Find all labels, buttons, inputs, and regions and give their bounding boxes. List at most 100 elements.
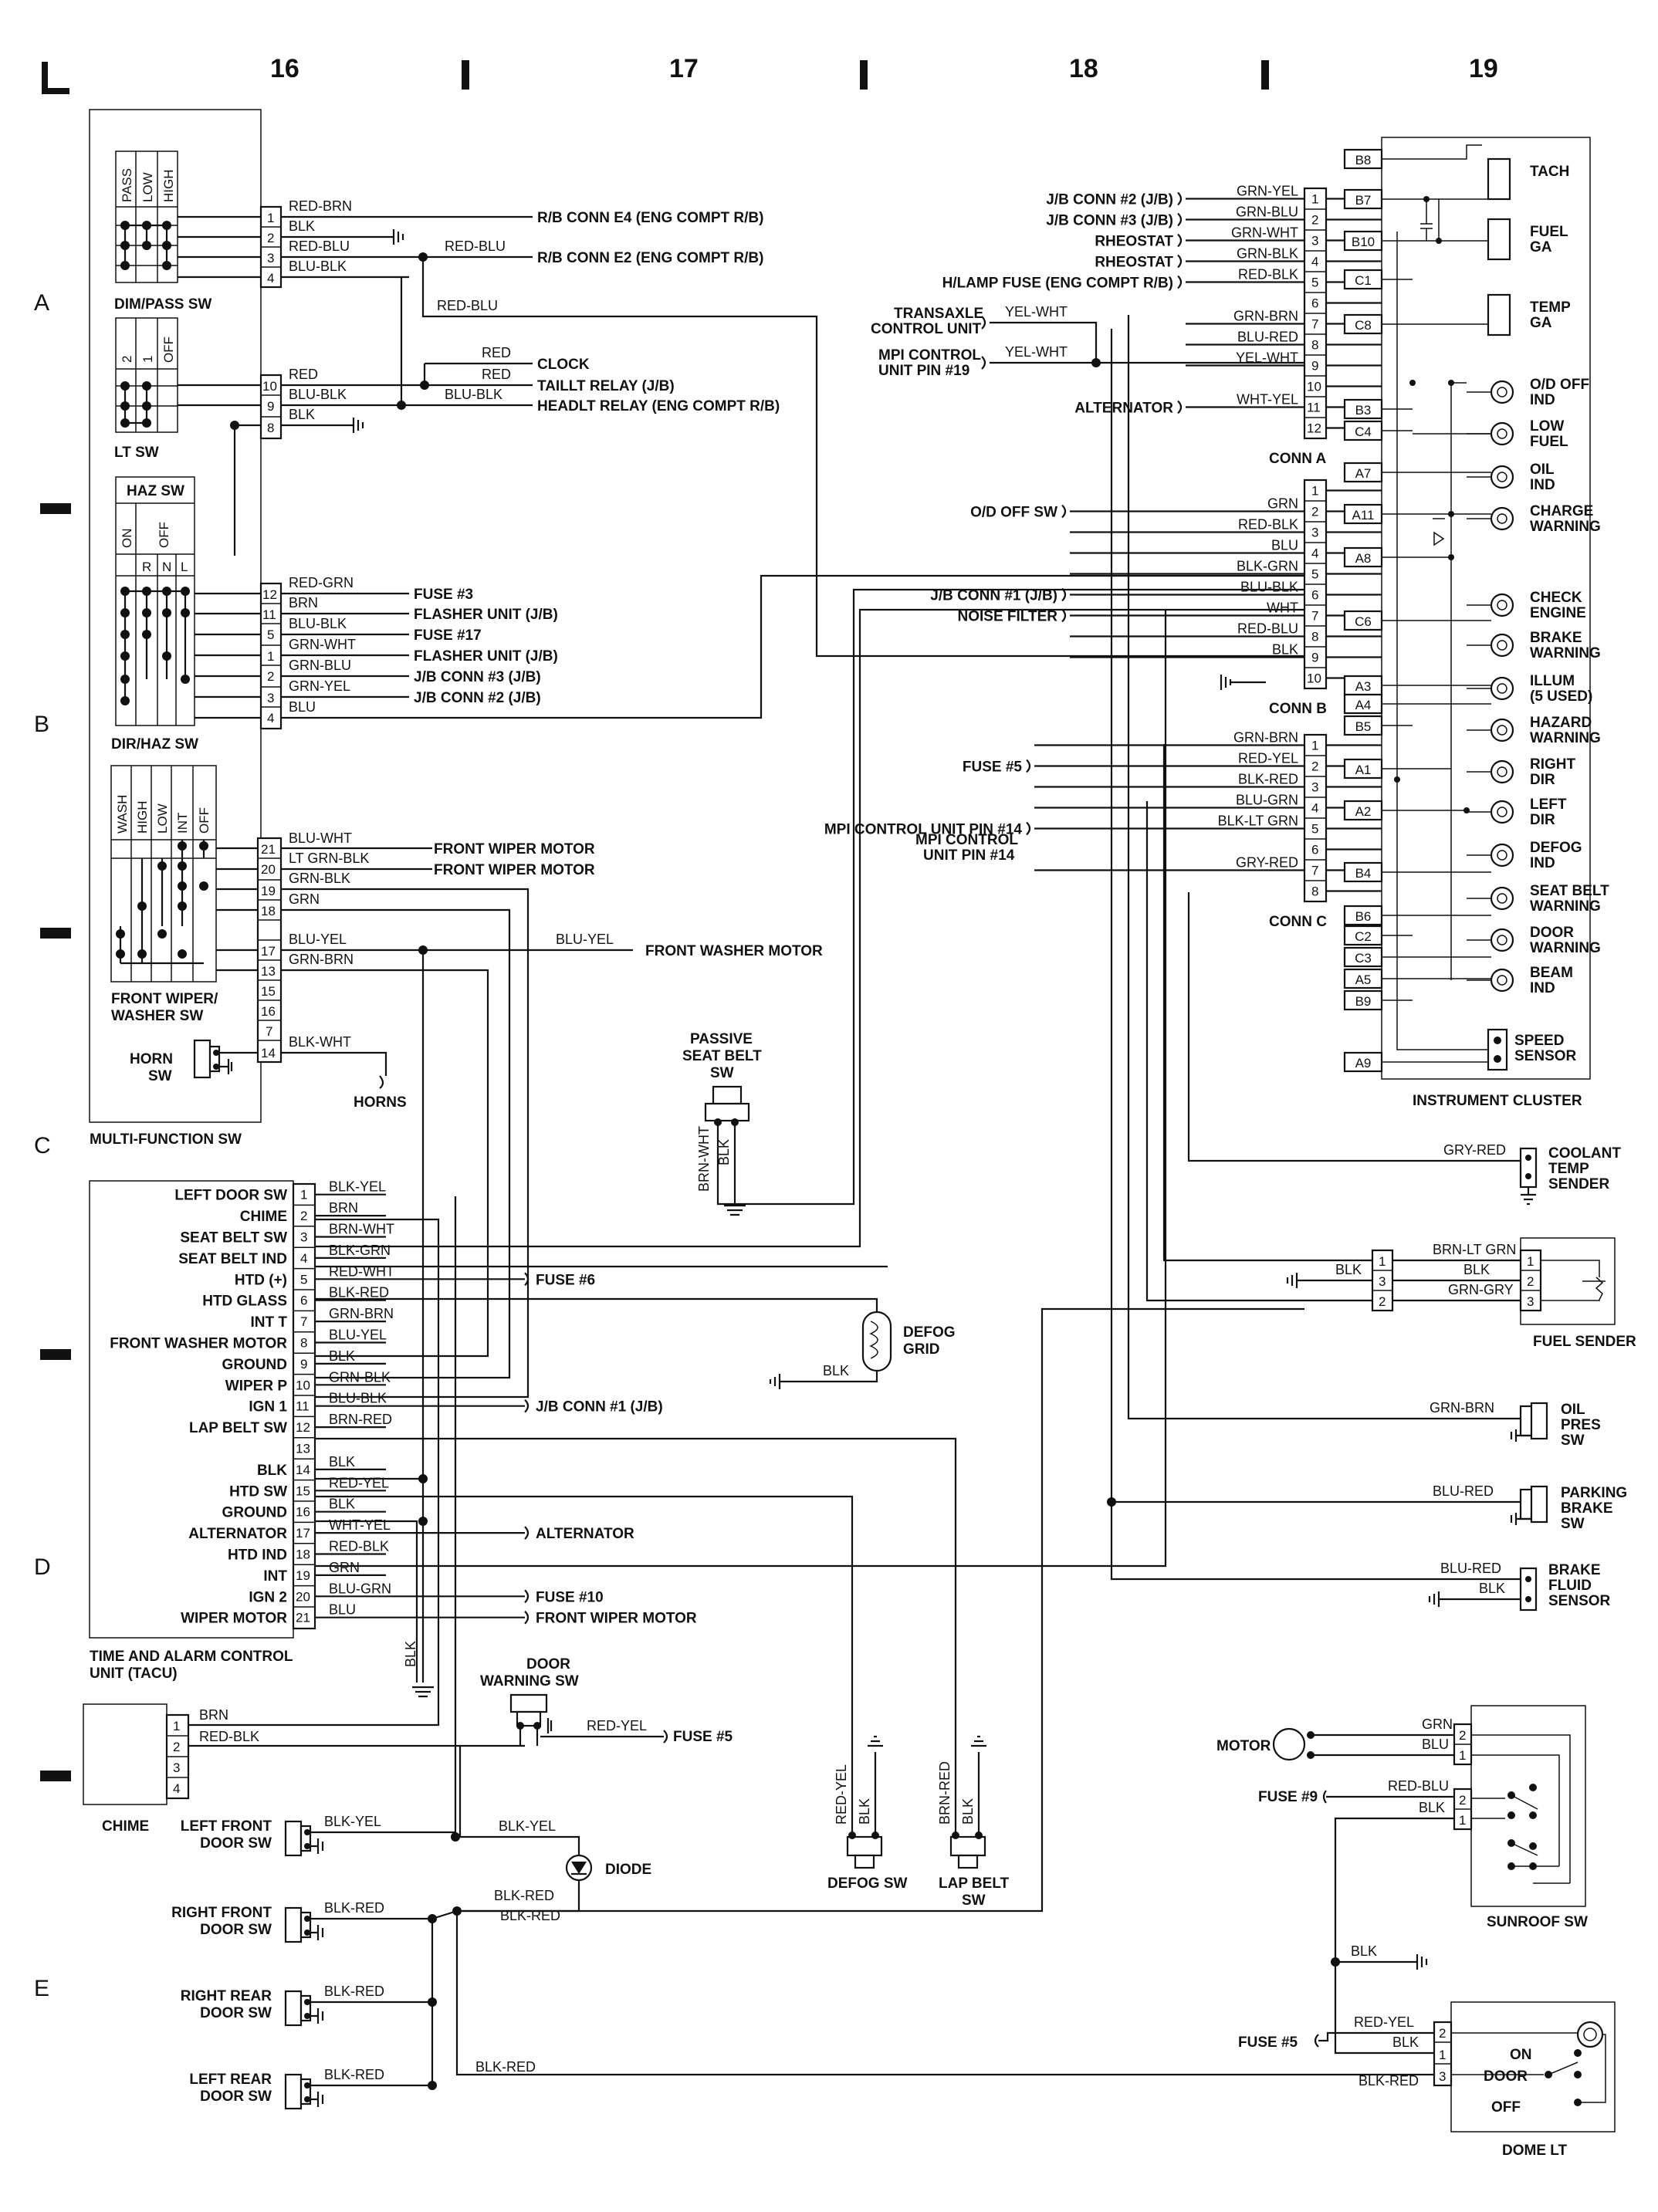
cluster-title: INSTRUMENT CLUSTER bbox=[1413, 1093, 1582, 1109]
svg-text:BRAKE: BRAKE bbox=[1548, 1562, 1601, 1578]
svg-text:TEMP: TEMP bbox=[1548, 1161, 1589, 1177]
position-label: HIGH bbox=[161, 170, 176, 203]
svg-text:17: 17 bbox=[261, 944, 276, 959]
column-label: 17 bbox=[669, 54, 699, 83]
wire-label: RED-YEL bbox=[329, 1475, 389, 1490]
cluster-pin: B9 bbox=[1355, 994, 1372, 1009]
svg-text:WASH: WASH bbox=[115, 795, 130, 834]
svg-text:COOLANT: COOLANT bbox=[1548, 1145, 1621, 1162]
dest-label: ALTERNATOR bbox=[536, 1526, 634, 1542]
svg-text:TRANSAXLE: TRANSAXLE bbox=[894, 306, 983, 322]
svg-text:INT: INT bbox=[175, 813, 190, 834]
cluster-pin: C6 bbox=[1355, 614, 1372, 629]
pin-number: 16 bbox=[296, 1505, 310, 1520]
wire-label: BLK bbox=[403, 1641, 418, 1667]
svg-text:16: 16 bbox=[261, 1004, 276, 1019]
wire-label: RED-BLK bbox=[1238, 267, 1298, 282]
source-label: ALTERNATOR bbox=[1074, 401, 1173, 417]
harness-wires bbox=[417, 847, 432, 871]
svg-text:3: 3 bbox=[1439, 2069, 1446, 2084]
cluster-pin: A2 bbox=[1355, 804, 1372, 819]
wire-label: BLU-YEL bbox=[289, 932, 347, 947]
pin-number: 11 bbox=[296, 1399, 310, 1414]
wire-label: RED-YEL bbox=[834, 1764, 849, 1825]
position-label: LOW bbox=[140, 172, 155, 202]
cluster-pin: B10 bbox=[1352, 235, 1375, 249]
pin-function-label: GROUND bbox=[222, 1357, 287, 1373]
pin-number: 9 bbox=[300, 1357, 307, 1372]
cluster-pin: C1 bbox=[1355, 273, 1372, 288]
pin-function-label: HTD (+) bbox=[235, 1272, 287, 1288]
conn-c-title: CONN C bbox=[1269, 914, 1327, 930]
wire-label: BLK bbox=[329, 1497, 355, 1512]
door-switch-title: DOOR SW bbox=[200, 1835, 272, 1852]
indicator-label: IND bbox=[1530, 980, 1555, 996]
indicator-label: LOW bbox=[1530, 418, 1564, 435]
brake-fluid-sensor: BLU-RED BLK BRAKE FLUID SENSOR bbox=[1428, 1561, 1611, 1612]
wire-label: GRN bbox=[289, 891, 320, 907]
wire-label: BLK bbox=[857, 1798, 872, 1825]
pin-function-label: HTD SW bbox=[229, 1483, 287, 1500]
pin-number: 6 bbox=[1311, 588, 1318, 603]
wiper-title-line: FRONT WIPER/ bbox=[111, 991, 218, 1007]
svg-text:SEAT BELT: SEAT BELT bbox=[682, 1048, 762, 1064]
cluster-pin: A4 bbox=[1355, 698, 1372, 712]
svg-text:BRAKE: BRAKE bbox=[1561, 1500, 1613, 1517]
dim-pass-pins: 1 2 3 4 RED-BRN BLK RED-BLU RED-BLU BLU-… bbox=[178, 198, 1304, 658]
pin-number: 8 bbox=[1311, 884, 1318, 899]
wire-label: RED-BLU bbox=[1237, 621, 1298, 637]
sunroof-switch: MOTOR GRN BLU 2 1 2 1 FUSE #9 RED-BLU BL… bbox=[1216, 1705, 1588, 1962]
door-switch-title: LEFT REAR bbox=[189, 2072, 272, 2088]
indicator-label: CHECK bbox=[1530, 590, 1582, 606]
pin-number: 8 bbox=[1311, 630, 1318, 644]
wire-label: BLK bbox=[329, 1348, 355, 1364]
gauge-label: FUEL bbox=[1530, 224, 1568, 240]
svg-text:LOW: LOW bbox=[155, 803, 170, 834]
dest-label: FLASHER UNIT (J/B) bbox=[414, 648, 558, 665]
parking-brake-switch: BLU-RED PARKING BRAKE SW bbox=[1107, 329, 1627, 1581]
wire-label: BLK bbox=[1272, 642, 1298, 658]
door-switch-title: DOOR SW bbox=[200, 1922, 272, 1938]
fuse-label: FUSE #5 bbox=[1238, 2034, 1298, 2051]
svg-text:4: 4 bbox=[267, 711, 274, 725]
pin-function-label: WIPER MOTOR bbox=[181, 1611, 287, 1627]
dest-label: J/B CONN #3 (J/B) bbox=[414, 669, 541, 685]
wire-label: BLK bbox=[289, 407, 315, 422]
indicator-label: WARNING bbox=[1530, 730, 1601, 746]
dest-label: R/B CONN E2 (ENG COMPT R/B) bbox=[537, 250, 763, 266]
cluster-pin: A8 bbox=[1355, 551, 1372, 566]
wire-label: GRY-RED bbox=[1236, 855, 1298, 871]
fuel-sender: 1 3 2 1 2 3 BLK BRN-LT GRN BLK GRN-GRY F… bbox=[1145, 744, 1636, 1350]
dest-label: FLASHER UNIT (J/B) bbox=[414, 607, 558, 623]
pin-number: 10 bbox=[1307, 380, 1321, 394]
wire-label: GRN-WHT bbox=[1231, 225, 1298, 241]
passive-seat-belt-switch: PASSIVE SEAT BELT SW BRN-WHT BLK bbox=[682, 588, 1304, 1216]
wire-label: BLK bbox=[1479, 1581, 1505, 1596]
horn-title: SW bbox=[148, 1068, 172, 1084]
row-label: C bbox=[34, 1133, 51, 1158]
indicator-label: DIR bbox=[1530, 772, 1555, 788]
wire-label: GRN-YEL bbox=[1237, 184, 1298, 199]
pin-number: 5 bbox=[1311, 822, 1318, 837]
wire-label: RED-YEL bbox=[1354, 2014, 1414, 2030]
svg-text:OIL: OIL bbox=[1561, 1402, 1585, 1418]
wire-label: BLK-RED bbox=[324, 1900, 384, 1916]
svg-text:12: 12 bbox=[262, 587, 277, 602]
wire-label: BLU-BLK bbox=[289, 259, 347, 274]
indicator-label: O/D OFF bbox=[1530, 377, 1589, 393]
wire-label: BLU bbox=[329, 1602, 356, 1618]
indicator-label: SEAT BELT bbox=[1530, 883, 1609, 899]
pin-number: 8 bbox=[1311, 338, 1318, 353]
coolant-temp-sender: GRY-RED COOLANT TEMP SENDER bbox=[1187, 892, 1621, 1206]
wire-label: BLK bbox=[1419, 1800, 1445, 1815]
dest-label: FUSE #5 bbox=[673, 1729, 733, 1745]
wire-label: RED bbox=[289, 367, 318, 382]
pin-function-label: IGN 2 bbox=[249, 1589, 287, 1605]
wire-label: BLU bbox=[1271, 538, 1298, 553]
wiper-washer-switch: WASH HIGH LOW INT OFF FRONT WIPER/ WASHE… bbox=[110, 765, 823, 1683]
indicator-label: IND bbox=[1530, 855, 1555, 871]
column-label: 19 bbox=[1469, 54, 1498, 83]
fuse-label: FUSE #9 bbox=[1258, 1789, 1318, 1805]
wire-label: RED-WHT bbox=[329, 1263, 394, 1279]
